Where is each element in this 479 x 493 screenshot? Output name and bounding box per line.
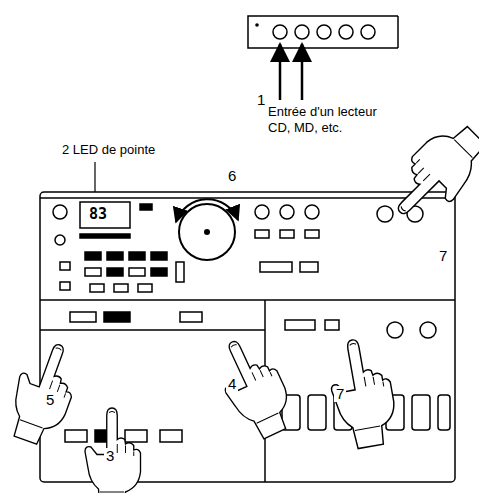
jack-panel (248, 16, 398, 48)
callout-number: 4 (226, 376, 238, 392)
callout-number: 6 (226, 168, 238, 184)
callout-number: 7 (334, 386, 346, 402)
hand (85, 408, 141, 493)
part-label: 2 LED de pointe (60, 142, 157, 158)
callout-number: 7 (437, 248, 449, 264)
hand (379, 114, 479, 232)
hand (208, 330, 301, 445)
display-readout: 83 (88, 206, 108, 222)
hand (324, 335, 401, 452)
device-body (40, 192, 455, 482)
jog-dial (176, 199, 238, 260)
input-label: Entrée d'un lecteur CD, MD, etc. (266, 104, 392, 136)
callout-number: 3 (104, 448, 116, 464)
callout-number: 5 (44, 392, 56, 408)
hand (0, 336, 87, 450)
input-arrows (280, 44, 302, 100)
